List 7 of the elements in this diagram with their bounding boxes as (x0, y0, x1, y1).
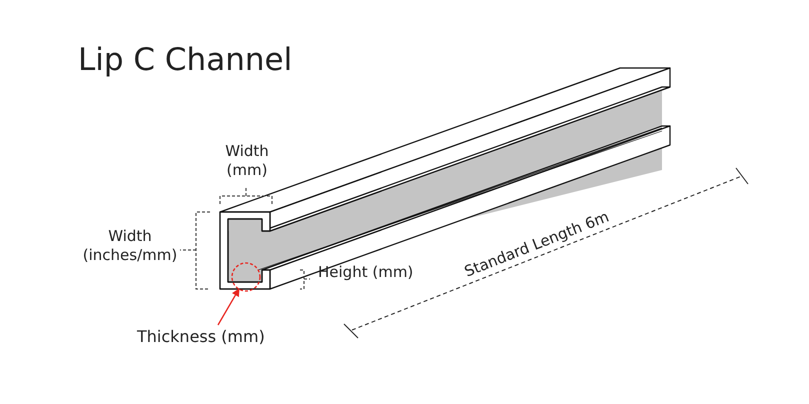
callout-label: Thickness (mm) (137, 327, 265, 346)
highlight-circle (231, 262, 261, 292)
dimension-label: Height (mm) (318, 263, 414, 282)
dimension-label: Width (mm) (224, 142, 270, 180)
title: Lip C Channel (78, 42, 292, 78)
arrow (217, 288, 240, 326)
dimension-label: Width (inches/mm) (82, 227, 178, 265)
